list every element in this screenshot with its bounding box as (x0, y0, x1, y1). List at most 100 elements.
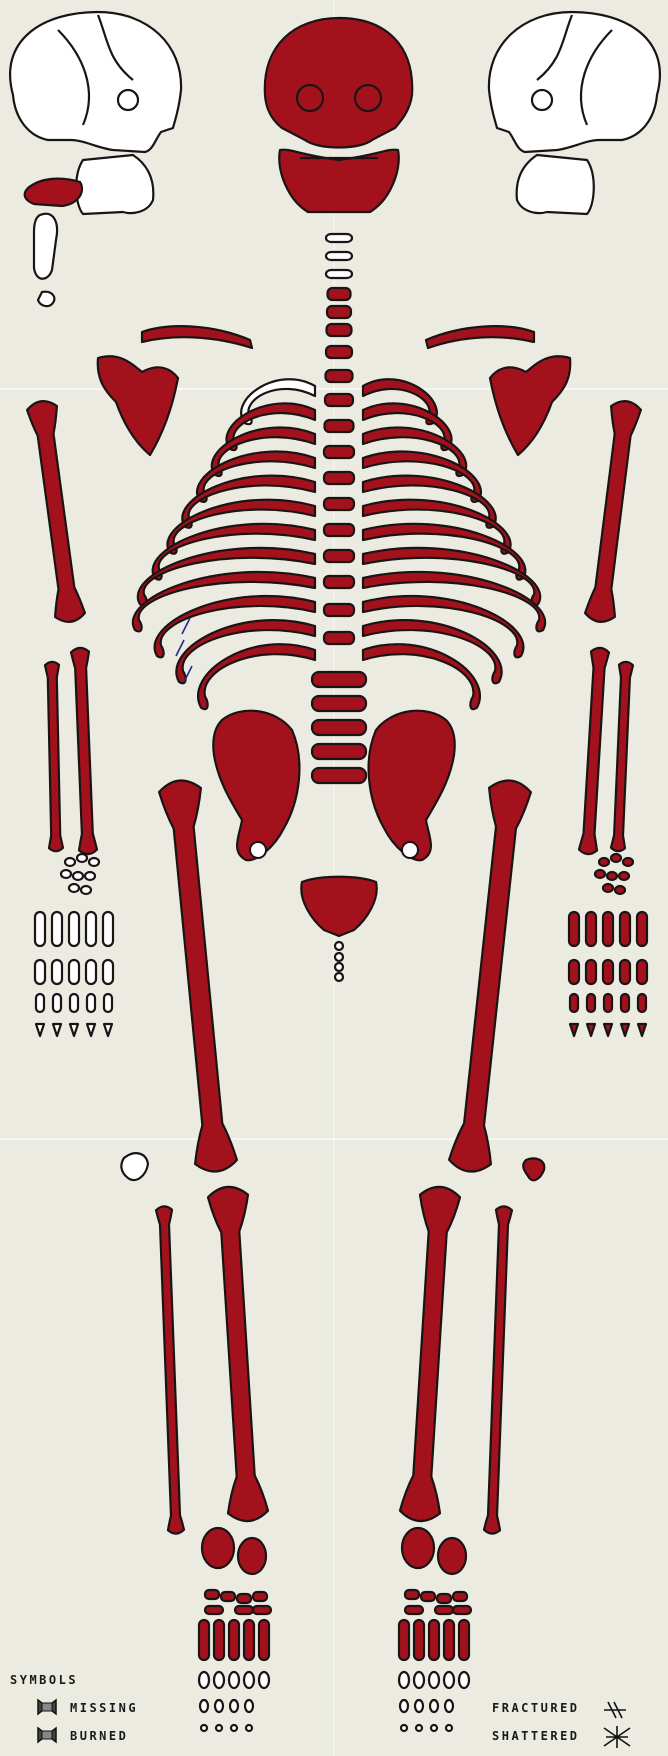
metatarsal (259, 1620, 269, 1660)
vertebra (327, 324, 352, 336)
metatarsal (399, 1620, 409, 1660)
metatarsal (229, 1620, 239, 1660)
middle-phalanx (36, 994, 44, 1012)
tarsal (221, 1592, 235, 1601)
toe-phalanx (416, 1725, 422, 1731)
skull-right-lateral-orbit (532, 90, 552, 110)
skull-front-orbit (355, 85, 381, 111)
scapula-right (98, 356, 178, 455)
vertebra (324, 524, 354, 536)
carpal (77, 854, 87, 862)
distal-phalanx (36, 1024, 44, 1036)
toe-phalanx (429, 1672, 439, 1688)
tarsal (253, 1592, 267, 1601)
metacarpal (86, 912, 96, 946)
vertebra (325, 420, 354, 432)
distal-phalanx (621, 1024, 629, 1036)
vertebra (324, 446, 354, 458)
rib (198, 644, 315, 709)
patella-left (523, 1158, 544, 1180)
middle-phalanx (70, 994, 78, 1012)
lumbar-vertebra (312, 720, 366, 735)
vertebra (326, 370, 353, 382)
fibula-left (484, 1206, 512, 1533)
toe-phalanx (401, 1725, 407, 1731)
carpal (595, 870, 605, 878)
proximal-phalanx (52, 960, 62, 984)
tarsal (235, 1606, 253, 1614)
distal-phalanx (587, 1024, 595, 1036)
vertebra (324, 632, 354, 644)
metatarsal (414, 1620, 424, 1660)
toe-phalanx (215, 1700, 223, 1712)
talus (438, 1538, 466, 1574)
toe-phalanx (229, 1672, 239, 1688)
metacarpal (35, 912, 45, 946)
toe-phalanx (399, 1672, 409, 1688)
metatarsal (459, 1620, 469, 1660)
vertebra (324, 604, 354, 616)
vertebral-column (312, 234, 366, 783)
middle-phalanx (87, 994, 95, 1012)
distal-phalanx (70, 1024, 78, 1036)
proximal-phalanx (86, 960, 96, 984)
obturator-foramen (250, 842, 266, 858)
femur-right (159, 780, 237, 1171)
proximal-phalanx (620, 960, 630, 984)
proximal-phalanx (603, 960, 613, 984)
calcaneus (402, 1528, 434, 1568)
scapula-left (490, 356, 570, 455)
vertebra (324, 576, 354, 588)
tarsal (205, 1606, 223, 1614)
legend-missing-symbol (38, 1700, 56, 1714)
toe-phalanx (246, 1725, 252, 1731)
vertebra (324, 472, 354, 484)
toe-phalanx (216, 1725, 222, 1731)
proximal-phalanx (586, 960, 596, 984)
legend-fractured-symbol (604, 1702, 626, 1718)
toe-phalanx (200, 1700, 208, 1712)
metacarpal (69, 912, 79, 946)
proximal-phalanx (637, 960, 647, 984)
skull-left-lateral-mandible (76, 155, 153, 214)
coccyx-segment (335, 953, 343, 961)
tarsal (437, 1594, 451, 1603)
patella-right (121, 1153, 148, 1180)
humerus-right (27, 401, 85, 622)
skull-left-lateral-orbit (118, 90, 138, 110)
metacarpal (569, 912, 579, 946)
carpal (61, 870, 71, 878)
legend-missing-symbol-shape (42, 1703, 52, 1711)
distal-phalanx (604, 1024, 612, 1036)
vertebra (326, 234, 352, 242)
talus (238, 1538, 266, 1574)
middle-phalanx (587, 994, 595, 1012)
distal-phalanx (53, 1024, 61, 1036)
femur-left (449, 780, 531, 1171)
metacarpal (586, 912, 596, 946)
proximal-phalanx (569, 960, 579, 984)
carpal (607, 872, 617, 880)
vertebra (325, 394, 353, 406)
toe-phalanx (199, 1672, 209, 1688)
ulna-right (71, 648, 97, 854)
clavicle-left (426, 326, 534, 348)
sacrum (301, 877, 376, 936)
metacarpal (52, 912, 62, 946)
toe-phalanx (431, 1725, 437, 1731)
radius-left (611, 662, 633, 851)
obturator-foramen (402, 842, 418, 858)
vertebra (328, 288, 351, 300)
radius-right (45, 662, 63, 851)
metatarsal (444, 1620, 454, 1660)
toe-phalanx (245, 1700, 253, 1712)
middle-phalanx (621, 994, 629, 1012)
tibia-right (208, 1187, 268, 1521)
carpal (611, 854, 621, 862)
toe-phalanx (244, 1672, 254, 1688)
skull-right-lateral-cranium (489, 12, 660, 152)
toe-phalanx (415, 1700, 423, 1712)
tarsal (435, 1606, 453, 1614)
vertebra (324, 498, 354, 510)
tarsal (405, 1590, 419, 1599)
